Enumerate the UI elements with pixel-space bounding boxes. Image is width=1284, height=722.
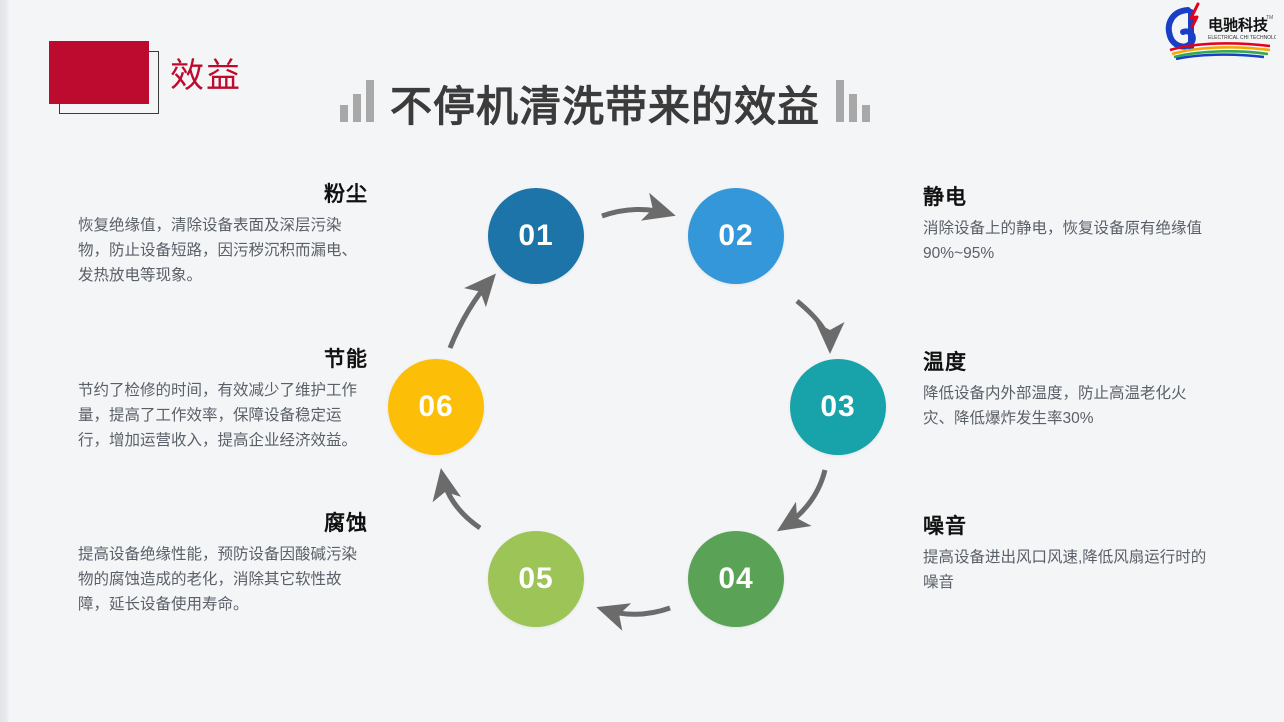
step-body-temperature: 降低设备内外部温度，防止高温老化火灾、降低爆炸发生率30% (923, 385, 1187, 428)
section-badge (49, 41, 169, 119)
step-body-corrosion: 提高设备绝缘性能，预防设备因酸碱污染物的腐蚀造成的老化，消除其它软性故障，延长设… (78, 546, 358, 614)
arrow-02-to-03 (795, 299, 845, 354)
step-text-noise: 噪音 提高设备进出风口风速,降低风扇运行时的噪音 (923, 515, 1213, 595)
step-text-static: 静电 消除设备上的静电，恢复设备原有绝缘值90%~95% (923, 186, 1213, 266)
step-body-dust: 恢复绝缘值，清除设备表面及深层污染物，防止设备短路，因污秽沉积而漏电、发热放电等… (78, 217, 358, 285)
badge-fill-box (49, 41, 149, 104)
step-title-energy: 节能 (324, 348, 368, 371)
cycle-node-04[interactable]: 04 (688, 531, 784, 627)
arrow-01-to-02 (601, 192, 676, 221)
cycle-node-06[interactable]: 06 (388, 359, 484, 455)
step-title-dust: 粉尘 (324, 183, 368, 206)
step-title-temperature: 温度 (923, 351, 967, 374)
bar-chart-decoration-right-icon (836, 78, 871, 122)
page-title: 不停机清洗带来的效益 (390, 83, 821, 130)
cycle-arrows (432, 192, 845, 631)
svg-text:电驰科技: 电驰科技 (1208, 16, 1269, 34)
step-text-temperature: 温度 降低设备内外部温度，防止高温老化火灾、降低爆炸发生率30% (923, 351, 1213, 431)
cycle-node-02[interactable]: 02 (688, 188, 784, 284)
cycle-diagram: 01 02 03 04 05 06 (370, 168, 900, 648)
step-title-corrosion: 腐蚀 (324, 512, 368, 535)
step-title-static: 静电 (923, 186, 967, 209)
step-body-static: 消除设备上的静电，恢复设备原有绝缘值90%~95% (923, 220, 1203, 263)
company-logo: 电驰科技 ELECTRICAL CHI TECHNOLOGY TM (1158, 2, 1284, 61)
slide-left-edge (0, 0, 9, 722)
step-text-corrosion: 腐蚀 提高设备绝缘性能，预防设备因酸碱污染物的腐蚀造成的老化，消除其它软性故障，… (78, 512, 368, 617)
cycle-node-05[interactable]: 05 (488, 531, 584, 627)
bar-chart-decoration-left-icon (340, 78, 374, 122)
arrow-06-to-01 (447, 273, 496, 349)
step-body-noise: 提高设备进出风口风速,降低风扇运行时的噪音 (923, 549, 1207, 592)
step-text-energy: 节能 节约了检修的时间，有效减少了维护工作量，提高了工作效率，保障设备稳定运行，… (78, 348, 368, 453)
step-text-dust: 粉尘 恢复绝缘值，清除设备表面及深层污染物，防止设备短路，因污秽沉积而漏电、发热… (78, 183, 368, 288)
cycle-node-01[interactable]: 01 (488, 188, 584, 284)
step-body-energy: 节约了检修的时间，有效减少了维护工作量，提高了工作效率，保障设备稳定运行，增加运… (78, 382, 358, 450)
arrow-03-to-04 (776, 469, 828, 532)
title-row: 不停机清洗带来的效益 (340, 66, 871, 130)
section-badge-label: 效益 (170, 57, 242, 95)
arrow-04-to-05 (596, 603, 671, 631)
cycle-node-03[interactable]: 03 (790, 359, 886, 455)
svg-text:ELECTRICAL CHI TECHNOLOGY: ELECTRICAL CHI TECHNOLOGY (1208, 35, 1276, 41)
step-title-noise: 噪音 (923, 515, 967, 538)
arrow-05-to-06 (432, 468, 482, 531)
svg-text:TM: TM (1266, 15, 1273, 21)
